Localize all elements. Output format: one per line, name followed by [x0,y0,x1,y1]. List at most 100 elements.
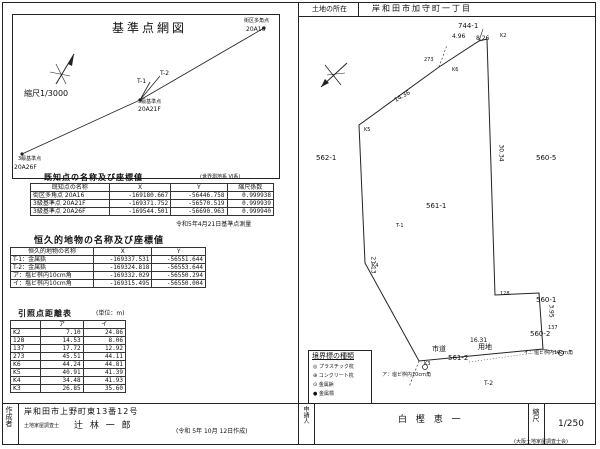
network-line [139,75,161,101]
known-points-note: (世界測地系 VI系) [200,174,241,180]
scale-footer-value: 1/250 [558,419,584,429]
plastic-stake-icon: ◎ [313,364,318,370]
marker-a-icon [422,364,428,370]
location-label: 土地の所在 [312,5,347,13]
table-row: ア：塩ビ桝内10cm角 -169332.029 -56550.294 [9,271,206,280]
parcel-left: 562-1 [316,154,337,162]
point-top-code: 20A16 [246,26,266,33]
known-points-table: 既知点の名称 X Y 縮尺係数 街区多角点 20A16 -169180.667 … [30,183,275,216]
scale-label: 縮尺1/3000 [24,89,69,98]
marker-i-icon [558,350,564,356]
point-label-k5: K5 [364,127,371,133]
footer-divider [2,403,596,404]
concrete-stake-icon: ⊕ [313,373,318,379]
parcel-top: 744-1 [458,22,479,30]
table-header: X [108,183,172,192]
creation-date: (令和 5年 10月 12日作成) [176,428,248,435]
point-label-k6: K6 [452,67,459,73]
point-t2-label: T-2 [160,70,170,77]
parcel-bottom-right: 560-2 [530,330,551,338]
parcel-center: 561-1 [426,202,447,210]
table-header: 恒久的地物の名称 [9,247,95,256]
point-top-label: 街区多角点 [244,18,270,24]
point-label-273: 273 [424,57,434,63]
distance-right-small: 3.95 [547,304,555,318]
footer-sep-2 [298,403,299,445]
boundary-legend: 境界標の種類 ◎ プラスチック杭 ⊕ コンクリート杭 ⊙ 金属鋲 ● 金属標 [308,350,372,404]
table-row: 街区多角点 20A16 -169180.667 -56446.758 0.999… [30,191,275,200]
point-t1-label: T-1 [137,78,147,85]
table-row: T-1：金属鋲 -169337.531 -56551.644 [9,255,206,264]
parcel-bottom-center: 561-2 [448,354,469,362]
distance-bottom: 16.31 [470,337,488,344]
table-header: イ [82,320,127,329]
point-3a-code: 20A21F [138,106,161,113]
parcel-right-bottom: 560-1 [536,296,557,304]
location-divider [358,2,359,17]
footer-sep-5 [544,403,545,445]
distance-top1: 4.96 [452,33,466,40]
table-row: 3級基準点 20A21F -169371.752 -56570.519 0.99… [30,199,275,208]
applicant-name: 白 樫 恵 一 [398,415,464,425]
network-diagram [20,26,266,156]
table-header: 既知点の名称 [30,183,110,192]
table-header: 縮尺係数 [226,183,275,192]
table-header [9,320,42,329]
point-3b-code: 20A26F [14,164,37,171]
metal-rivet-icon: ⊙ [313,382,318,388]
survey-date-note: 令和5年4月21日基準点測量 [176,221,252,228]
network-diagram-box [12,14,280,179]
point-3b-label: 3級基準点 [18,156,42,162]
table-row: イ：塩ビ桝内10cm角 -169315.495 -56550.004 [9,279,206,288]
permanent-table: 恒久的地物の名称 X Y T-1：金属鋲 -169337.531 -56551.… [9,247,206,288]
applicant-label: 申請人 [302,406,309,424]
author-title: 土地家屋調査士 [24,423,60,429]
distance-right: 30.34 [497,144,505,162]
point-label-t2: T-2 [484,380,494,387]
reference-title: 引照点距離表 [18,309,72,318]
location-header [298,2,596,17]
point-label-t1: T-1 [396,223,404,229]
network-line [139,81,151,101]
legend-title: 境界標の種類 [312,352,354,360]
table-header: Y [151,247,206,256]
metal-marker-icon: ● [313,391,318,397]
point-label-k2: K2 [500,33,507,39]
table-header: ア [40,320,84,329]
point-label-k3: K3 [424,361,431,367]
marker-a-label: ア：塩ビ桝内10cm角 [382,372,431,378]
north-arrow-icon [49,53,75,85]
document-frame [2,2,596,445]
author-address: 岸和田市上野町東13番12号 [24,407,139,416]
marker-i-label: イ：塩ビ桝内10cm角 [524,350,573,356]
table-row: 3級基準点 20A26F -169544.501 -56690.963 0.99… [30,207,275,216]
distance-top2: 8.26 [476,35,490,42]
association-label: (大阪土地家屋調査士会) [514,439,568,445]
footer-sep-1 [18,403,19,445]
center-divider [298,2,299,403]
author-name: 辻 林 一 郎 [74,421,133,431]
point-3a-label: 3級基準点 [138,99,162,105]
author-label: 作成者 [5,406,13,427]
north-arrow-icon [320,62,348,88]
legend-item-concrete: ⊕ コンクリート杭 [313,373,354,379]
table-header: Y [170,183,228,192]
table-row: T-2：金属鋲 -169324.818 -56553.644 [9,263,206,272]
footer-sep-3 [314,403,315,445]
point-label-137: 137 [548,325,558,331]
road-label: 市道 [432,345,446,353]
road-label-2: 用地 [478,343,492,351]
scale-footer-label: 縮尺 [532,408,540,422]
legend-item-metal-marker: ● 金属標 [313,391,334,397]
network-title: 基準点網図 [112,21,188,35]
network-line [21,99,141,155]
